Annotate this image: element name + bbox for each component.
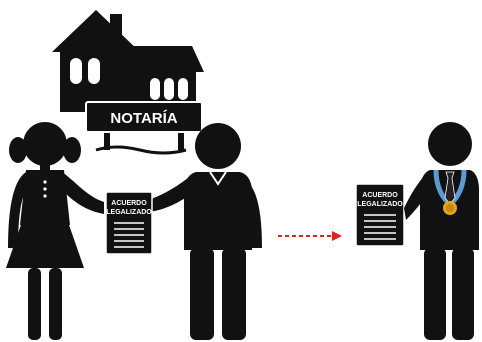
medal-icon [443,201,457,215]
notary-tie [444,171,456,205]
document-title-line2: LEGALIZADO [106,209,152,216]
document-title-line1: ACUERDO [111,200,147,207]
man-collar [209,171,227,186]
document-icon: ACUERDO LEGALIZADO [105,191,153,255]
document-title-line1: ACUERDO [362,192,398,199]
notary-sign-board [85,101,203,133]
notary-building-icon [52,10,204,155]
woman-figure-icon [6,122,104,340]
man-figure-icon [148,123,262,340]
notary-figure-icon [404,122,479,340]
dashed-arrow-icon [278,231,342,241]
notary-sign-label: NOTARÍA [110,110,177,127]
blouse-buttons [43,180,47,198]
document-title-line2: LEGALIZADO [357,201,403,208]
document-icon: ACUERDO LEGALIZADO [355,183,405,247]
